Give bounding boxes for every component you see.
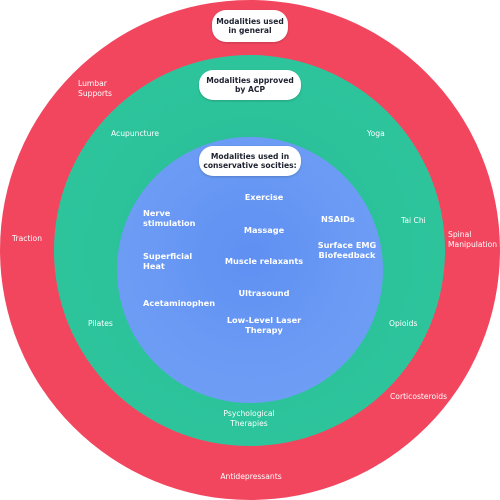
label-exercise: Exercise bbox=[244, 192, 284, 202]
label-acetaminophen: Acetaminophen bbox=[143, 298, 216, 308]
label-lumbar-supports: Lumbar Supports bbox=[78, 79, 112, 98]
label-yoga: Yoga bbox=[367, 129, 385, 138]
label-superficial-heat: Superficial Heat bbox=[143, 251, 193, 271]
label-muscle-relaxants: Muscle relaxants bbox=[224, 256, 304, 266]
label-massage: Massage bbox=[243, 225, 285, 235]
outer-ring-title: Modalities used in general bbox=[212, 10, 288, 42]
label-spinal-manipulation: Spinal Manipulation bbox=[448, 230, 498, 249]
label-pilates: Pilates bbox=[88, 319, 113, 328]
label-tai-chi: Tai Chi bbox=[401, 216, 426, 225]
middle-ring-title: Modalities approved by ACP bbox=[199, 70, 301, 100]
inner-circle-conservative-societies bbox=[117, 137, 383, 403]
label-psychological-therapies: Psychological Therapies bbox=[223, 409, 275, 428]
label-traction: Traction bbox=[12, 234, 43, 243]
label-antidepressants: Antidepressants bbox=[220, 472, 282, 481]
label-ultrasound: Ultrasound bbox=[238, 288, 290, 298]
label-acupuncture: Acupuncture bbox=[111, 129, 160, 138]
label-low-level-laser-therapy: Low-Level Laser Therapy bbox=[226, 315, 302, 335]
label-nsaids: NSAIDs bbox=[321, 214, 355, 224]
inner-circle-title: Modalities used in conservative socities… bbox=[199, 146, 301, 176]
label-corticosteroids: Corticosteroids bbox=[390, 392, 448, 401]
label-opioids: Opioids bbox=[389, 319, 418, 328]
label-surface-emg-biofeedback: Surface EMG Biofeedback bbox=[317, 240, 377, 260]
label-nerve-stimulation: Nerve stimulation bbox=[143, 208, 196, 228]
